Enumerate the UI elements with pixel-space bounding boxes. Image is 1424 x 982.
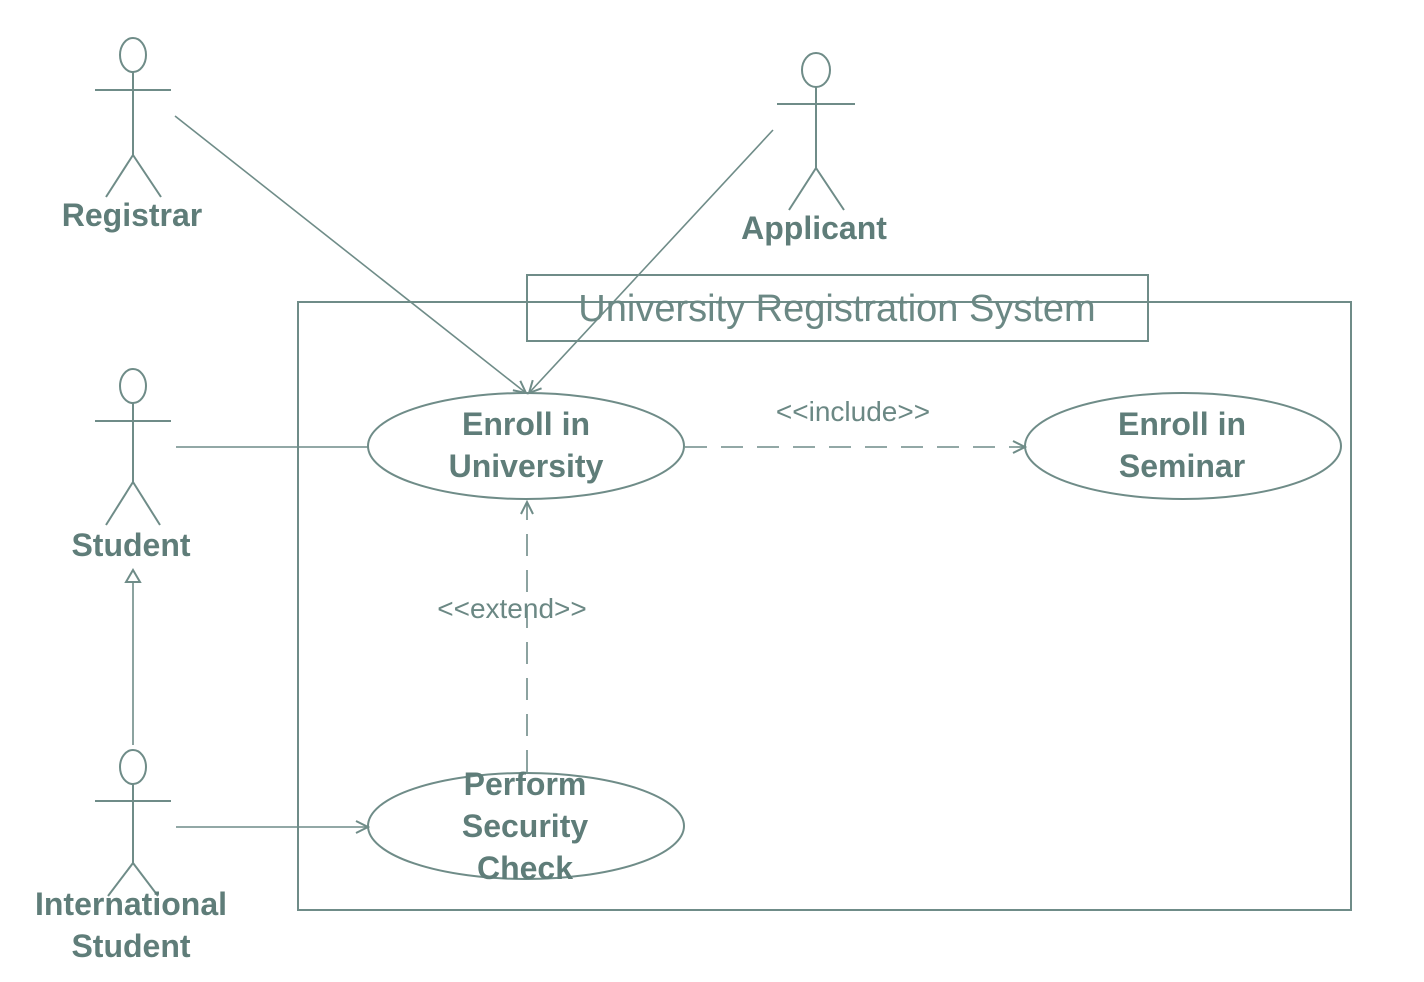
registrar-left-leg <box>105 154 134 198</box>
use-case-perform-security-check[interactable]: Perform Security Check <box>367 766 685 886</box>
international-student-right-leg <box>132 862 159 897</box>
system-boundary <box>297 301 1352 911</box>
actor-student[interactable]: Student <box>71 368 191 563</box>
applicant-right-leg <box>815 167 845 211</box>
student-head <box>119 368 147 404</box>
actor-international-student[interactable]: International Student <box>35 749 227 964</box>
perform-security-check-label-line2: Security <box>462 808 588 844</box>
international-student-label-line1: International <box>35 886 227 922</box>
registrar-association-line <box>174 115 526 393</box>
student-right-leg <box>132 481 161 526</box>
enroll-in-university-label-line2: University <box>449 448 604 484</box>
actor-registrar[interactable]: Registrar <box>62 37 203 233</box>
registrar-head <box>119 37 147 73</box>
applicant-label: Applicant <box>741 210 887 246</box>
student-left-leg <box>105 481 134 526</box>
use-case-enroll-in-university[interactable]: Enroll in University <box>367 392 685 500</box>
use-case-enroll-in-seminar[interactable]: Enroll in Seminar <box>1024 392 1342 500</box>
enroll-in-seminar-label-line1: Enroll in <box>1118 406 1246 442</box>
enroll-in-seminar-label-line2: Seminar <box>1119 448 1245 484</box>
extend-stereotype-label: <<extend>> <box>437 593 586 624</box>
system-title: University Registration System <box>578 288 1095 330</box>
registrar-right-leg <box>132 154 162 198</box>
student-label: Student <box>71 527 190 563</box>
enroll-in-university-label-line1: Enroll in <box>462 406 590 442</box>
perform-security-check-label-line1: Perform <box>464 766 587 802</box>
actor-applicant[interactable]: Applicant <box>741 52 887 246</box>
registrar-label: Registrar <box>62 197 203 233</box>
international-student-head <box>119 749 147 785</box>
include-stereotype-label: <<include>> <box>776 396 930 427</box>
applicant-association-line <box>529 129 774 393</box>
applicant-left-leg <box>788 167 817 211</box>
system-title-box: University Registration System <box>526 274 1149 342</box>
international-student-label-line2: Student <box>71 928 190 964</box>
international-student-left-leg <box>107 862 134 897</box>
applicant-head <box>801 52 831 88</box>
perform-security-check-label-line3: Check <box>477 850 573 886</box>
